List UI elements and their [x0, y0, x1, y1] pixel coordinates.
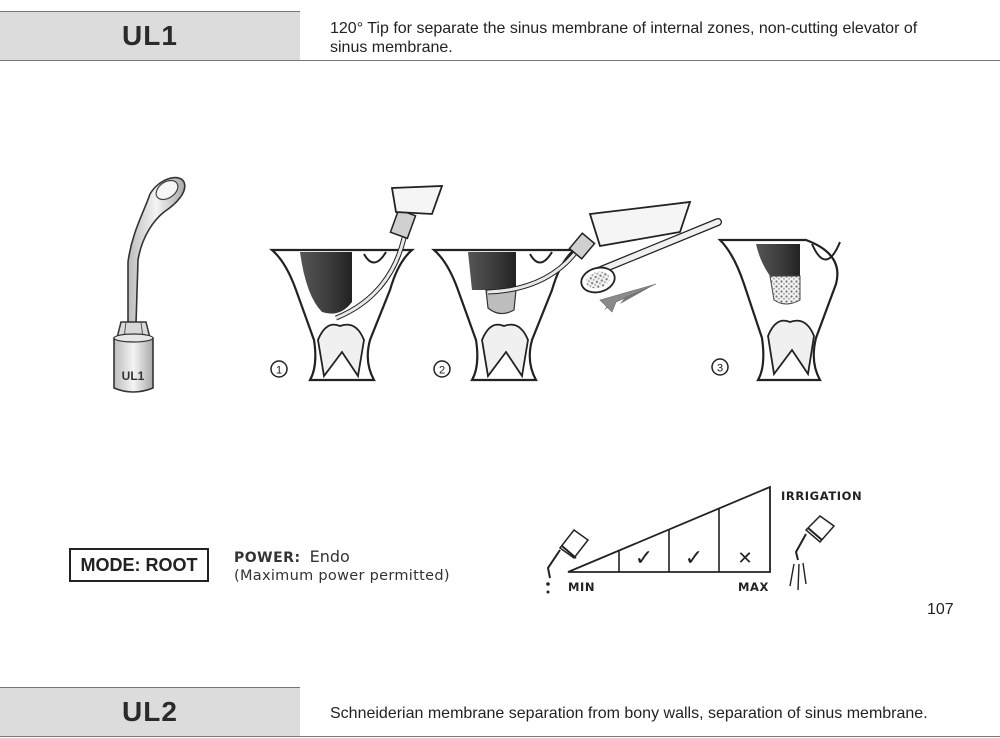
power-setting: POWER: Endo (Maximum power permitted): [234, 547, 450, 584]
mode-badge: MODE: ROOT: [69, 548, 209, 582]
section-header-ul2: UL2 Schneiderian membrane separation fro…: [0, 687, 1000, 737]
header-rule: [300, 735, 1000, 737]
irrigation-title: IRRIGATION: [781, 489, 863, 503]
step-1-illustration: 1: [269, 185, 444, 382]
power-note: (Maximum power permitted): [234, 568, 450, 584]
tip-description: Schneiderian membrane separation from bo…: [330, 705, 928, 722]
step-number: 1: [276, 365, 282, 377]
step-2-illustration: 2: [431, 200, 722, 382]
header-rule: [300, 59, 1000, 61]
page-number: 107: [927, 601, 954, 618]
power-value: Endo: [309, 547, 350, 566]
irrigation-scale: ✓ ✓ ✕: [567, 485, 771, 573]
step-number: 2: [439, 365, 445, 377]
step-number: 3: [717, 363, 723, 375]
power-label: POWER:: [234, 550, 301, 566]
tip-code: UL1: [0, 11, 300, 61]
max-irrigation-handpiece-icon: [789, 515, 836, 591]
tip-label: UL1: [122, 369, 145, 383]
check-icon: ✓: [685, 546, 703, 571]
tip-description: 120° Tip for separate the sinus membrane…: [330, 20, 918, 56]
step-3-illustration: 3: [711, 238, 841, 382]
min-irrigation-handpiece-icon: [546, 528, 590, 594]
section-header-ul1: UL1 120° Tip for separate the sinus memb…: [0, 11, 1000, 61]
ul1-tip-icon: [113, 176, 186, 393]
irrigation-min-label: MIN: [568, 580, 596, 594]
cross-icon: ✕: [737, 548, 752, 569]
tip-code: UL2: [0, 687, 300, 737]
irrigation-max-label: MAX: [738, 580, 770, 594]
check-icon: ✓: [635, 546, 653, 571]
